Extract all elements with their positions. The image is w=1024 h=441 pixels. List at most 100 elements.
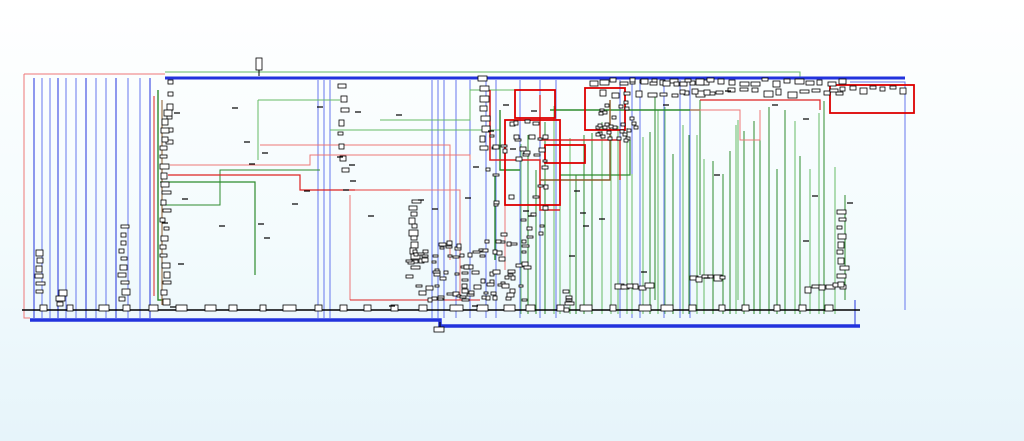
component-box bbox=[837, 233, 847, 240]
component-box bbox=[410, 235, 418, 241]
component-box bbox=[604, 103, 610, 108]
red-highlight-box bbox=[829, 84, 915, 114]
component-box bbox=[162, 280, 172, 285]
component-box bbox=[718, 304, 726, 312]
top-terminal-box bbox=[255, 57, 263, 71]
component-box bbox=[515, 156, 523, 162]
component-box bbox=[421, 257, 429, 263]
component-box bbox=[836, 225, 843, 230]
component-box bbox=[431, 260, 437, 264]
component-box bbox=[500, 144, 508, 148]
component-box bbox=[480, 278, 486, 284]
component-box bbox=[120, 240, 127, 246]
component-box bbox=[446, 240, 453, 246]
component-box bbox=[121, 288, 131, 296]
component-box bbox=[410, 241, 419, 249]
component-box bbox=[579, 304, 593, 312]
component-box bbox=[798, 304, 807, 312]
component-box bbox=[160, 235, 169, 242]
component-box bbox=[679, 89, 686, 95]
component-box bbox=[493, 200, 500, 205]
component-box bbox=[543, 184, 549, 190]
component-box bbox=[473, 284, 482, 290]
component-box bbox=[161, 136, 169, 143]
component-box bbox=[609, 304, 617, 312]
component-box bbox=[438, 242, 447, 247]
component-box bbox=[56, 301, 64, 307]
component-box bbox=[804, 286, 812, 294]
component-box bbox=[805, 80, 815, 86]
component-box bbox=[602, 125, 608, 130]
red-highlight-box bbox=[514, 89, 556, 119]
component-box bbox=[523, 265, 532, 270]
component-box bbox=[479, 135, 486, 143]
component-box bbox=[34, 273, 44, 279]
component-box bbox=[167, 91, 174, 97]
component-box bbox=[160, 199, 167, 206]
component-box bbox=[461, 298, 470, 302]
component-box bbox=[521, 244, 530, 248]
component-box bbox=[879, 86, 886, 92]
component-box bbox=[506, 241, 512, 247]
component-box bbox=[526, 235, 534, 239]
component-box bbox=[772, 80, 781, 88]
component-box bbox=[719, 275, 726, 280]
component-box bbox=[616, 136, 622, 141]
component-box bbox=[598, 111, 604, 116]
component-box bbox=[411, 199, 422, 204]
component-box bbox=[339, 155, 347, 162]
component-box bbox=[612, 125, 618, 130]
component-box bbox=[599, 79, 610, 86]
component-box bbox=[684, 78, 692, 83]
component-box bbox=[433, 272, 441, 277]
component-box bbox=[58, 289, 68, 297]
component-box bbox=[521, 250, 527, 254]
component-box bbox=[618, 104, 624, 109]
component-box bbox=[461, 288, 469, 294]
component-box bbox=[673, 81, 680, 87]
component-box bbox=[489, 134, 495, 138]
bottom-blue-bus bbox=[30, 318, 860, 328]
component-box bbox=[338, 143, 345, 150]
component-box bbox=[477, 75, 488, 82]
component-box bbox=[623, 91, 631, 96]
component-box bbox=[824, 304, 834, 312]
component-box bbox=[471, 270, 480, 275]
component-box bbox=[773, 304, 781, 312]
component-box bbox=[55, 295, 66, 302]
component-box bbox=[98, 304, 110, 312]
component-box bbox=[445, 245, 453, 249]
bottom-terminal-box bbox=[433, 326, 445, 333]
component-box bbox=[493, 203, 499, 207]
component-box bbox=[849, 85, 857, 91]
component-box bbox=[827, 81, 837, 87]
component-box bbox=[649, 81, 658, 86]
left-red-outline-wire bbox=[23, 74, 30, 319]
component-box bbox=[837, 281, 845, 288]
component-box bbox=[479, 85, 490, 92]
component-box bbox=[340, 107, 350, 113]
component-box bbox=[408, 205, 418, 211]
component-box bbox=[671, 93, 679, 98]
component-box bbox=[839, 265, 850, 271]
component-box bbox=[507, 273, 514, 277]
component-box bbox=[432, 254, 439, 258]
component-box bbox=[626, 128, 632, 133]
component-box bbox=[35, 249, 44, 257]
component-box bbox=[520, 218, 527, 222]
component-box bbox=[775, 88, 782, 96]
component-box bbox=[422, 249, 429, 254]
component-box bbox=[607, 136, 613, 141]
component-box bbox=[120, 256, 128, 261]
component-box bbox=[447, 254, 453, 258]
component-box bbox=[160, 289, 168, 296]
center-green-thick-wire bbox=[499, 110, 520, 171]
component-box bbox=[282, 304, 297, 312]
component-box bbox=[481, 295, 487, 300]
component-box bbox=[739, 87, 749, 92]
component-box bbox=[35, 289, 44, 294]
component-box bbox=[405, 259, 413, 263]
component-box bbox=[629, 116, 635, 121]
component-box bbox=[526, 226, 533, 231]
component-box bbox=[204, 304, 217, 312]
